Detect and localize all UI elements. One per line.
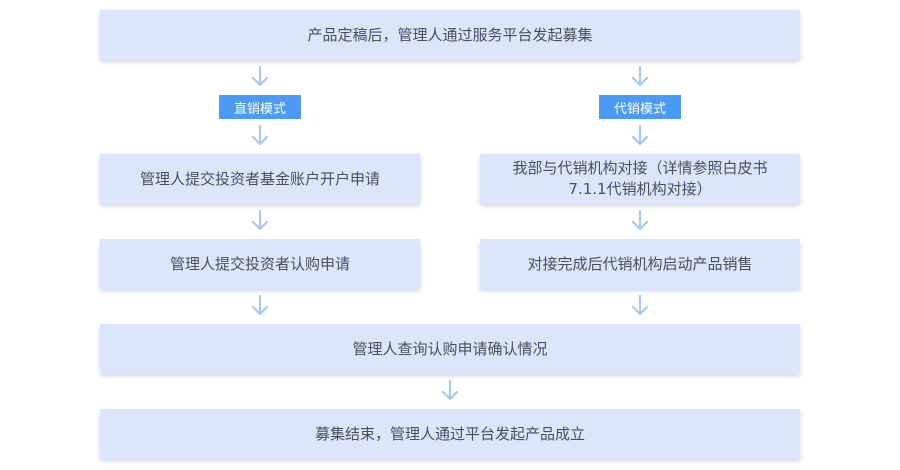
arrow-down-icon [630, 66, 650, 88]
arrow-down-icon [250, 210, 270, 232]
agency-step1-label: 我部与代销机构对接（详情参照白皮书 7.1.1代销机构对接） [512, 159, 768, 198]
step-start-box: 产品定稿后，管理人通过服务平台发起募集 [100, 10, 800, 60]
merge-step-box: 管理人查询认购申请确认情况 [100, 324, 800, 374]
arrow-down-icon [630, 295, 650, 317]
direct-sales-tag: 直销模式 [219, 95, 301, 119]
merge-step-label: 管理人查询认购申请确认情况 [352, 339, 548, 358]
arrow-down-icon [440, 380, 460, 402]
step-end-label: 募集结束，管理人通过平台发起产品成立 [314, 424, 585, 443]
arrow-down-icon [250, 295, 270, 317]
step-end-box: 募集结束，管理人通过平台发起产品成立 [100, 409, 800, 459]
direct-step2-label: 管理人提交投资者认购申请 [169, 254, 350, 273]
direct-sales-tag-label: 直销模式 [233, 101, 286, 117]
direct-step1-box: 管理人提交投资者基金账户开户申请 [100, 154, 420, 204]
step-start-label: 产品定稿后，管理人通过服务平台发起募集 [307, 25, 593, 44]
agency-step1-box: 我部与代销机构对接（详情参照白皮书 7.1.1代销机构对接） [480, 154, 800, 204]
agency-sales-tag: 代销模式 [599, 95, 681, 119]
arrow-down-icon [250, 66, 270, 88]
direct-step1-label: 管理人提交投资者基金账户开户申请 [139, 169, 380, 188]
arrow-down-icon [630, 125, 650, 147]
agency-sales-tag-label: 代销模式 [613, 101, 666, 117]
agency-step2-label: 对接完成后代销机构启动产品销售 [527, 254, 753, 273]
arrow-down-icon [250, 125, 270, 147]
direct-step2-box: 管理人提交投资者认购申请 [100, 239, 420, 289]
arrow-down-icon [630, 210, 650, 232]
agency-step2-box: 对接完成后代销机构启动产品销售 [480, 239, 800, 289]
